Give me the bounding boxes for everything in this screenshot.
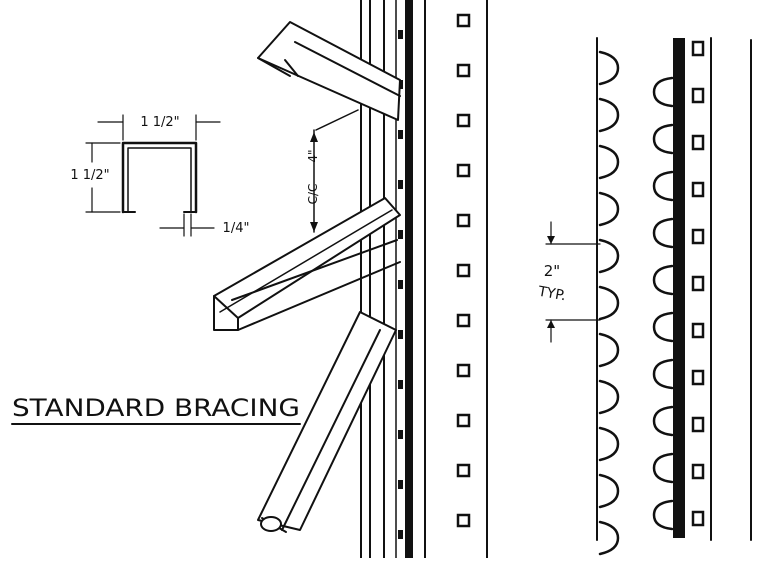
slot-hole bbox=[691, 463, 705, 480]
brace-middle bbox=[213, 197, 401, 331]
drawing-title: STANDARD BRACING bbox=[12, 394, 300, 422]
teardrop-slot bbox=[598, 473, 620, 509]
slot-hole bbox=[398, 130, 403, 139]
teardrop-slot bbox=[598, 379, 620, 415]
square-slots bbox=[691, 40, 705, 527]
teardrop-slots-rear bbox=[652, 76, 674, 531]
slot-hole bbox=[456, 263, 471, 278]
slot-hole bbox=[456, 13, 471, 28]
profile-height-label: 1 1/2" bbox=[70, 168, 109, 183]
profile-width-label: 1 1/2" bbox=[140, 115, 179, 130]
teardrop-slot bbox=[598, 332, 620, 368]
slot-hole bbox=[398, 230, 403, 239]
slot-hole bbox=[456, 313, 471, 328]
slot-hole bbox=[456, 63, 471, 78]
brace-top bbox=[257, 21, 401, 121]
teardrop-slot bbox=[598, 191, 620, 227]
slot-spacing-dimension: 2" TYP. bbox=[536, 221, 601, 343]
profile-lip-label: 1/4" bbox=[223, 221, 250, 236]
slot-hole bbox=[398, 480, 403, 489]
teardrop-slot bbox=[598, 520, 620, 556]
teardrop-slot bbox=[598, 285, 620, 321]
teardrop-slot bbox=[598, 50, 620, 86]
slot-hole bbox=[691, 275, 705, 292]
brace-spacing-value: 4" bbox=[306, 149, 320, 162]
teardrop-slot bbox=[598, 426, 620, 462]
channel-profile: 1 1/2" 1 1/2" 1/4" bbox=[70, 114, 250, 237]
brace-spacing-dimension: 4" C/C bbox=[306, 109, 359, 233]
slot-hole bbox=[398, 430, 403, 439]
slot-hole bbox=[456, 413, 471, 428]
slot-hole bbox=[691, 228, 705, 245]
slot-hole bbox=[398, 30, 403, 39]
teardrop-slot bbox=[598, 144, 620, 180]
teardrop-slot bbox=[652, 170, 674, 202]
slot-hole bbox=[456, 163, 471, 178]
upright-slots bbox=[398, 13, 471, 539]
slot-hole bbox=[398, 380, 403, 389]
slot-hole bbox=[398, 530, 403, 539]
teardrop-slots-front bbox=[598, 50, 620, 556]
teardrop-slot bbox=[652, 217, 674, 249]
slot-hole bbox=[691, 40, 705, 57]
teardrop-slot bbox=[598, 238, 620, 274]
slot-hole bbox=[456, 113, 471, 128]
teardrop-slot bbox=[652, 358, 674, 390]
slot-hole bbox=[691, 416, 705, 433]
slot-hole bbox=[691, 322, 705, 339]
slot-hole bbox=[691, 369, 705, 386]
teardrop-slot bbox=[652, 311, 674, 343]
slot-hole bbox=[456, 463, 471, 478]
slot-hole bbox=[398, 330, 403, 339]
brace-spacing-unit: C/C bbox=[306, 184, 320, 205]
slot-hole bbox=[691, 510, 705, 527]
drawing-title-group: STANDARD BRACING bbox=[11, 394, 301, 425]
teardrop-slot bbox=[652, 76, 674, 108]
slot-hole bbox=[456, 213, 471, 228]
teardrop-slot bbox=[652, 499, 674, 531]
upright-column-right bbox=[596, 37, 752, 556]
slot-hole bbox=[398, 280, 403, 289]
teardrop-slot bbox=[652, 264, 674, 296]
slot-spacing-note: TYP. bbox=[536, 284, 567, 305]
teardrop-slot bbox=[652, 452, 674, 484]
slot-hole bbox=[691, 87, 705, 104]
teardrop-slot bbox=[598, 97, 620, 133]
slot-spacing-value: 2" bbox=[544, 262, 560, 280]
teardrop-slot bbox=[652, 123, 674, 155]
slot-hole bbox=[691, 134, 705, 151]
slot-hole bbox=[456, 513, 471, 528]
brace-bottom bbox=[257, 311, 397, 533]
slot-hole bbox=[691, 181, 705, 198]
slot-hole bbox=[456, 363, 471, 378]
teardrop-slot bbox=[652, 405, 674, 437]
slot-hole bbox=[398, 180, 403, 189]
